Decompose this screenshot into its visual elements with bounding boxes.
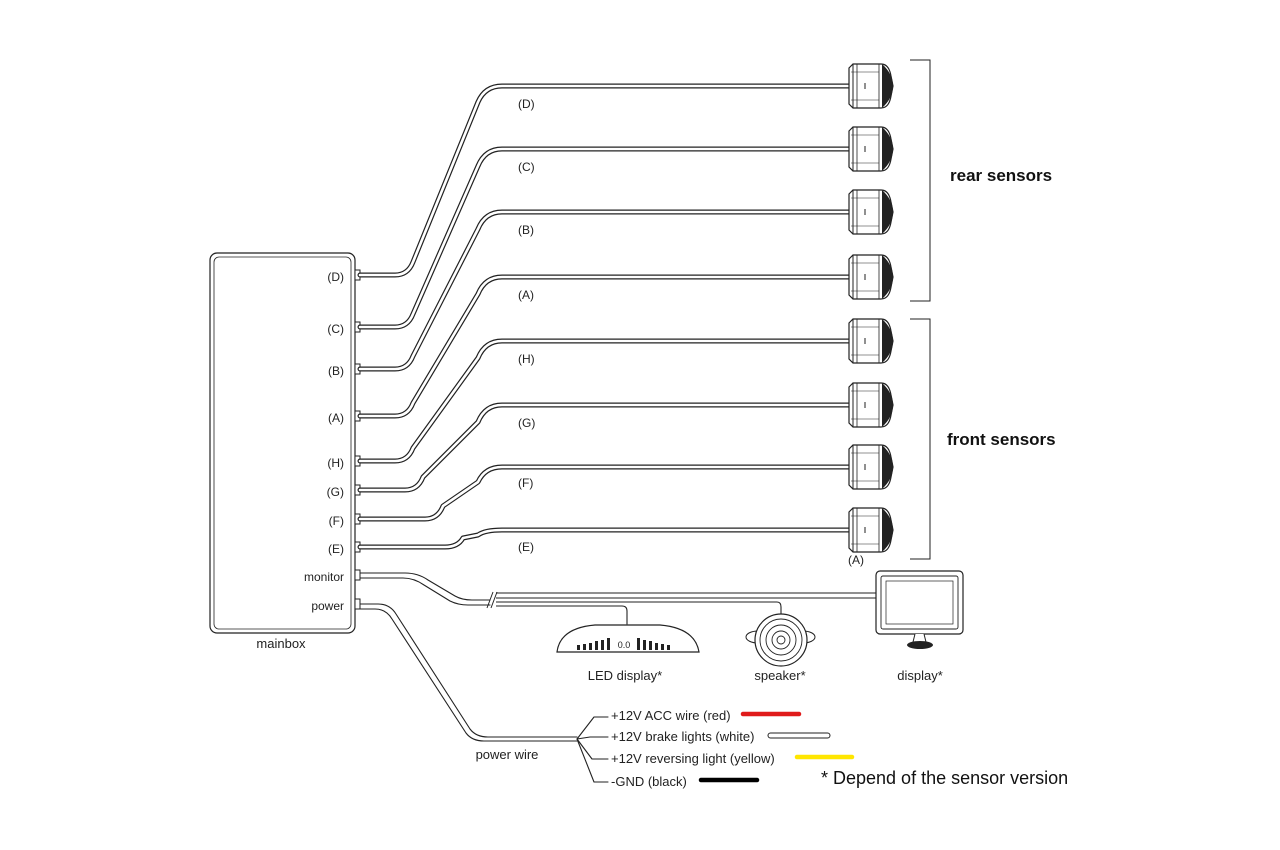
cable-label-e: (E) [518, 540, 534, 554]
sensor-cables [357, 83, 855, 550]
cable-b [357, 209, 855, 372]
speaker: speaker* [745, 613, 816, 683]
led-readout: 0.0 [618, 640, 631, 650]
monitor-cable [359, 572, 880, 625]
footnote: * Depend of the sensor version [821, 768, 1068, 788]
display-monitor: display* [875, 570, 964, 683]
rear-sensor-c-icon [848, 126, 894, 172]
mainbox-port-labels: (D) (C) (B) (A) (H) (G) (F) (E) monitor … [304, 270, 344, 613]
power-wire-fanout [576, 716, 609, 783]
front-sensors-label: front sensors [947, 430, 1056, 449]
wire-gnd-label: -GND (black) [611, 774, 687, 789]
port-label-a: (A) [328, 411, 344, 425]
front-sensor-e-icon [848, 507, 894, 553]
wire-brake-swatch [767, 732, 831, 739]
power-wire-legend: +12V ACC wire (red) +12V brake lights (w… [611, 708, 855, 789]
led-display: 0.0 LED display* [556, 624, 700, 683]
mainbox-label: mainbox [256, 636, 306, 651]
cable-c [357, 146, 855, 330]
port-label-monitor: monitor [304, 570, 344, 584]
sensor-tag: (A) [848, 553, 864, 567]
port-label-f: (F) [329, 514, 344, 528]
cable-label-h: (H) [518, 352, 535, 366]
cable-e [357, 527, 855, 550]
rear-sensor-b-icon [848, 189, 894, 235]
port-label-b: (B) [328, 364, 344, 378]
wire-brake-label: +12V brake lights (white) [611, 729, 754, 744]
sensor-groups: rear sensors front sensors [910, 59, 1056, 560]
port-label-e: (E) [328, 542, 344, 556]
rear-bracket [910, 59, 931, 302]
speaker-icon [754, 613, 808, 667]
cable-f [357, 464, 855, 522]
port-label-c: (C) [327, 322, 344, 336]
cable-label-f: (F) [518, 476, 533, 490]
port-label-h: (H) [327, 456, 344, 470]
power-wire-label: power wire [476, 747, 539, 762]
wire-reverse-label: +12V reversing light (yellow) [611, 751, 775, 766]
front-sensor-g-icon [848, 382, 894, 428]
wire-acc-label: +12V ACC wire (red) [611, 708, 731, 723]
sensors: (A) [848, 63, 894, 567]
power-cable: power wire [359, 603, 578, 762]
cable-g [357, 402, 855, 493]
cable-a [357, 274, 855, 419]
front-bracket [910, 318, 931, 560]
port-label-power: power [311, 599, 344, 613]
display-label: display* [897, 668, 943, 683]
front-sensor-h-icon [848, 318, 894, 364]
led-bars-left [577, 638, 610, 650]
cable-label-b: (B) [518, 223, 534, 237]
cable-label-c: (C) [518, 160, 535, 174]
cable-label-a: (A) [518, 288, 534, 302]
mainbox: mainbox [209, 252, 356, 651]
port-connectors [354, 269, 361, 610]
rear-sensor-d-icon [848, 63, 894, 109]
cable-h [357, 338, 855, 464]
cable-labels: (D) (C) (B) (A) (H) (G) (F) (E) [518, 97, 535, 554]
cable-label-d: (D) [518, 97, 535, 111]
cable-label-g: (G) [518, 416, 535, 430]
port-label-g: (G) [327, 485, 344, 499]
led-bars-right [637, 638, 670, 650]
display-icon [875, 570, 964, 635]
rear-sensor-a-icon [848, 254, 894, 300]
front-sensor-f-icon [848, 444, 894, 490]
led-display-label: LED display* [588, 668, 662, 683]
rear-sensors-label: rear sensors [950, 166, 1052, 185]
speaker-label: speaker* [754, 668, 805, 683]
port-label-d: (D) [327, 270, 344, 284]
cable-d [357, 83, 855, 278]
